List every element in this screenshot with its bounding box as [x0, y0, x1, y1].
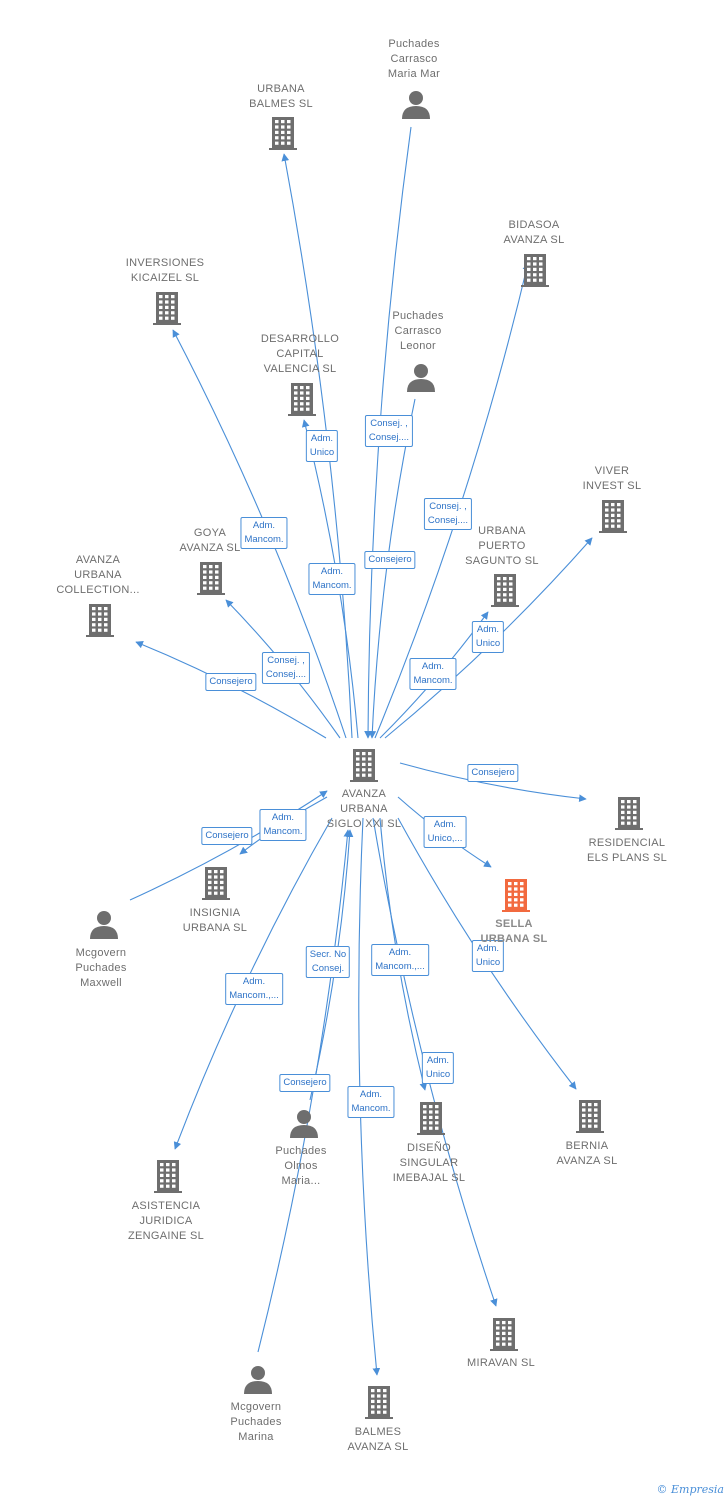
- node-label-puchades_mar[interactable]: Puchades Carrasco Maria Mar: [387, 38, 441, 80]
- edge-label-viver[interactable]: Adm. Unico: [471, 621, 505, 653]
- building-icon: [615, 797, 643, 830]
- node-label-kicaizel[interactable]: INVERSIONES KICAIZEL SL: [125, 257, 205, 284]
- node-label-puerto[interactable]: URBANA PUERTO SAGUNTO SL: [465, 525, 539, 567]
- edge-label-sella[interactable]: Adm. Unico,...: [423, 816, 467, 848]
- person-icon: [90, 911, 118, 939]
- edge-label-bidasoa[interactable]: Consej. , Consej....: [423, 498, 473, 530]
- edge-label-maxwell[interactable]: Adm. Mancom.: [259, 809, 307, 841]
- edge-label-kicaizel[interactable]: Adm. Mancom.: [240, 517, 288, 549]
- building-icon: [350, 749, 378, 782]
- node-label-zengaine[interactable]: ASISTENCIA JURIDICA ZENGAINE SL: [127, 1200, 205, 1242]
- building-icon: [490, 1318, 518, 1351]
- icons-layer: [86, 91, 643, 1419]
- node-label-miravan[interactable]: MIRAVAN SL: [467, 1357, 535, 1369]
- edge-label-zengaine[interactable]: Adm. Mancom.,...: [225, 973, 283, 1005]
- building-icon: [417, 1102, 445, 1135]
- node-label-insignia[interactable]: INSIGNIA URBANA SL: [182, 907, 248, 934]
- edge-label-marina[interactable]: Secr. No Consej.: [305, 946, 351, 978]
- node-label-desarrollo[interactable]: DESARROLLO CAPITAL VALENCIA SL: [260, 333, 340, 375]
- edge-label-urbana_balmes[interactable]: Adm. Unico: [305, 430, 339, 462]
- node-label-center[interactable]: AVANZA URBANA SIGLO XXI SL: [326, 788, 402, 830]
- edge-label-insignia[interactable]: Consejero: [201, 827, 253, 845]
- node-label-collection[interactable]: AVANZA URBANA COLLECTION...: [56, 554, 140, 596]
- building-icon: [197, 562, 225, 595]
- building-icon: [491, 574, 519, 607]
- building-icon: [502, 879, 530, 912]
- copyright-icon: ©: [656, 1483, 668, 1496]
- node-label-puchades_leonor[interactable]: Puchades Carrasco Leonor: [392, 310, 444, 352]
- edge-label-goya[interactable]: Consej. , Consej....: [261, 652, 311, 684]
- edge-label-disenio[interactable]: Adm. Mancom.,...: [371, 944, 429, 976]
- node-label-bidasoa[interactable]: BIDASOA AVANZA SL: [503, 219, 565, 246]
- edge-label-bernia[interactable]: Adm. Unico: [471, 940, 505, 972]
- edge-label-residencial[interactable]: Consejero: [467, 764, 519, 782]
- watermark-text: Empresia: [671, 1483, 724, 1496]
- node-label-viver[interactable]: VIVER INVEST SL: [582, 465, 642, 492]
- edge-label-olmos[interactable]: Consejero: [279, 1074, 331, 1092]
- node-label-balmes_avanza[interactable]: BALMES AVANZA SL: [347, 1426, 409, 1453]
- person-icon: [290, 1110, 318, 1138]
- node-label-urbana_balmes[interactable]: URBANA BALMES SL: [249, 83, 313, 110]
- person-icon: [402, 91, 430, 119]
- edge-maxwell-center: [129, 790, 328, 901]
- node-label-goya[interactable]: GOYA AVANZA SL: [179, 527, 241, 554]
- node-label-maxwell[interactable]: Mcgovern Puchades Maxwell: [75, 947, 127, 989]
- node-label-sella[interactable]: SELLA URBANA SL: [480, 918, 548, 945]
- building-icon: [599, 500, 627, 533]
- building-icon: [202, 867, 230, 900]
- building-icon: [269, 117, 297, 150]
- edge-label-miravan[interactable]: Adm. Unico: [421, 1052, 455, 1084]
- building-icon: [576, 1100, 604, 1133]
- edge-label-collection[interactable]: Consejero: [205, 673, 257, 691]
- building-icon: [86, 604, 114, 637]
- building-icon: [288, 383, 316, 416]
- node-label-olmos[interactable]: Puchades Olmos Maria...: [275, 1145, 327, 1187]
- node-label-disenio[interactable]: DISEÑO SINGULAR IMEBAJAL SL: [392, 1142, 466, 1184]
- edge-center-residencial: [399, 762, 587, 803]
- building-icon: [154, 1160, 182, 1193]
- edge-label-desarrollo[interactable]: Adm. Mancom.: [308, 563, 356, 595]
- node-label-marina[interactable]: Mcgovern Puchades Marina: [230, 1401, 282, 1443]
- edge-marina-center: [257, 829, 352, 1353]
- node-label-bernia[interactable]: BERNIA AVANZA SL: [556, 1140, 618, 1167]
- node-label-residencial[interactable]: RESIDENCIAL ELS PLANS SL: [586, 837, 668, 864]
- building-icon: [365, 1386, 393, 1419]
- person-icon: [244, 1366, 272, 1394]
- edge-label-puchades_leonor[interactable]: Consejero: [364, 551, 416, 569]
- edge-label-puerto[interactable]: Adm. Mancom.: [409, 658, 457, 690]
- edge-label-puchades_mar[interactable]: Consej. , Consej....: [364, 415, 414, 447]
- building-icon: [153, 292, 181, 325]
- person-icon: [407, 364, 435, 392]
- building-icon: [521, 254, 549, 287]
- edge-label-balmes_avanza[interactable]: Adm. Mancom.: [347, 1086, 395, 1118]
